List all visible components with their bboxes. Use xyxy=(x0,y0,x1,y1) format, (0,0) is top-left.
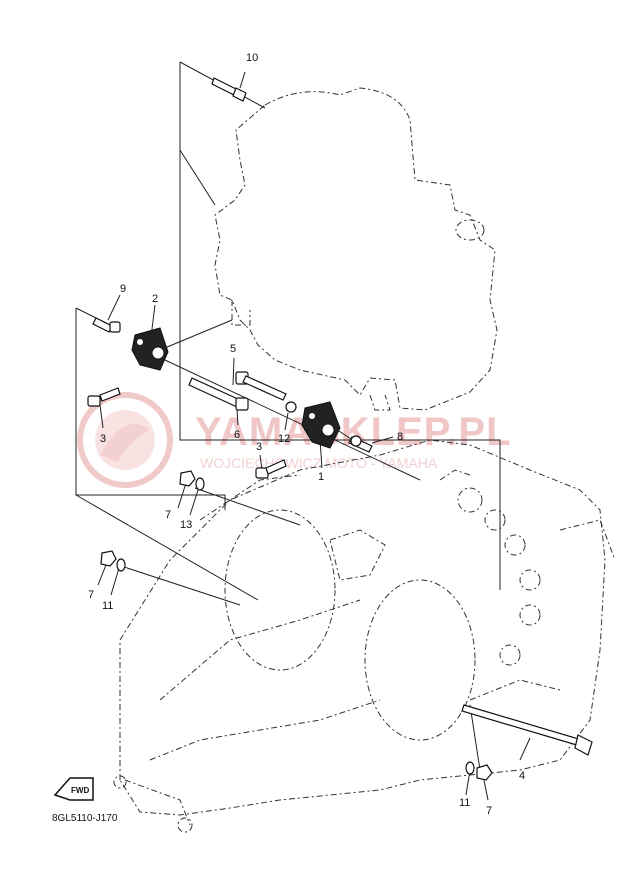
watermark-brand: YAMASKLEP.PL xyxy=(195,410,512,454)
washer-13 xyxy=(195,477,205,491)
callout-5: 5 xyxy=(230,343,236,355)
callout-3-lower: 3 xyxy=(256,441,262,453)
fwd-label: FWD xyxy=(71,786,89,795)
callout-11-right: 11 xyxy=(459,797,470,809)
callout-7-upper: 7 xyxy=(165,509,171,521)
bolt-6 xyxy=(188,377,249,411)
bracket-2 xyxy=(131,327,169,371)
bolt-3-lower xyxy=(255,459,287,479)
washer-11-left xyxy=(116,558,126,572)
callout-2: 2 xyxy=(152,293,158,305)
nut-7-left xyxy=(100,550,117,567)
through-bolt-4 xyxy=(461,704,593,756)
callout-3-left: 3 xyxy=(100,433,106,445)
callout-7-left: 7 xyxy=(88,589,94,601)
engine-outline xyxy=(214,87,498,411)
callout-13: 13 xyxy=(180,519,192,531)
diagram-code: 8GL5110-J170 xyxy=(52,813,118,824)
forward-arrow-icon: FWD xyxy=(53,777,94,801)
callout-9: 9 xyxy=(120,283,126,295)
callout-11-left: 11 xyxy=(102,600,113,612)
frame-outline xyxy=(113,439,616,833)
callout-6: 6 xyxy=(234,429,240,441)
watermark-logo xyxy=(77,392,173,488)
bolt-5 xyxy=(235,371,287,401)
callouts: 10 9 2 5 3 6 12 8 3 1 7 13 7 11 4 11 7 xyxy=(88,52,525,817)
bolt-10 xyxy=(211,77,247,102)
bolt-3-left xyxy=(87,387,121,407)
callout-10: 10 xyxy=(246,52,258,64)
watermark-subtitle: WOJCIECHOWICZ MOTO - YAMAHA xyxy=(200,455,438,471)
callout-7-right: 7 xyxy=(486,805,492,817)
bracket-1 xyxy=(301,401,341,449)
leader-lines xyxy=(75,61,531,801)
washer-12 xyxy=(285,401,297,413)
nut-7-right xyxy=(476,764,493,781)
nut-7-upper xyxy=(179,470,196,487)
watermark: YAMASKLEP.PL WOJCIECHOWICZ MOTO - YAMAHA xyxy=(77,392,512,488)
callout-4: 4 xyxy=(519,770,525,782)
bolt-8 xyxy=(348,435,373,453)
parts xyxy=(87,77,593,781)
callout-8: 8 xyxy=(397,431,403,443)
callout-12: 12 xyxy=(278,433,290,445)
bolt-9 xyxy=(92,317,121,333)
callout-1: 1 xyxy=(318,471,324,483)
washer-11-right xyxy=(465,761,475,775)
